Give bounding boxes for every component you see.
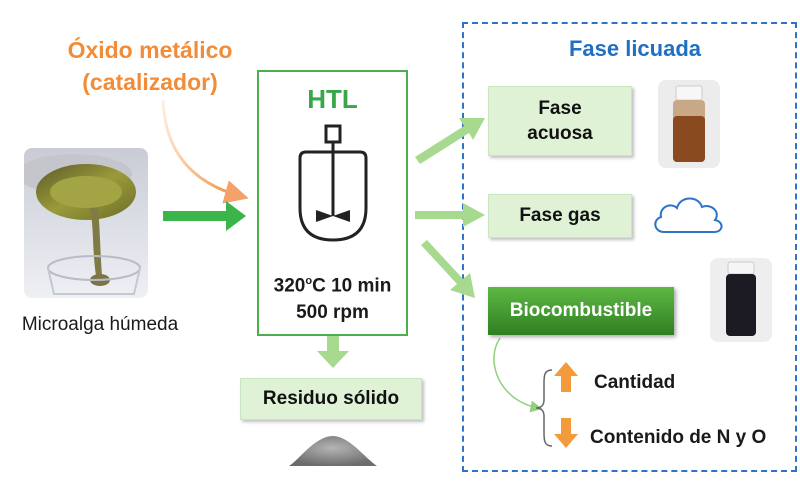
input-arrow (163, 201, 246, 231)
stirred-reactor-icon (298, 124, 368, 242)
fase-acuosa-line-2: acuosa (527, 123, 593, 144)
fase-acuosa-line-1: Fase (538, 98, 582, 119)
htl-speed: 500 rpm (296, 302, 369, 324)
cantidad-label: Cantidad (594, 372, 676, 393)
catalyst-line-2: (catalizador) (82, 69, 218, 95)
arrow-down-icon (554, 418, 578, 448)
residuo-powder-image (289, 436, 377, 466)
microalga-label: Microalga húmeda (21, 314, 179, 335)
cloud-icon (654, 197, 723, 234)
fase-licuada-frame (462, 22, 797, 472)
acuosa-arrow (415, 118, 485, 164)
bio-arrow (421, 240, 475, 298)
catalyst-line-1: Óxido metálico (67, 37, 233, 63)
fase-acuosa-vial-image (658, 80, 720, 168)
biocombustible-vial-image (710, 258, 772, 342)
bio-to-brace-arrow (493, 337, 543, 413)
htl-conditions: 320oC 10 min 500 rpm (257, 268, 408, 326)
fase-licuada-title: Fase licuada (568, 36, 702, 61)
catalyst-arrow (161, 99, 249, 204)
htl-title: HTL (307, 84, 358, 114)
fase-acuosa-box: Fase acuosa (488, 86, 632, 156)
catalyst-label: Óxido metálico (catalizador) (40, 34, 260, 98)
brace (535, 369, 553, 447)
contenido-label: Contenido de N y O (590, 427, 767, 448)
residuo-arrow (317, 336, 349, 368)
htl-temperature-time: 320oC 10 min (273, 275, 392, 297)
fase-gas-box: Fase gas (488, 194, 632, 238)
biocombustible-box: Biocombustible (488, 287, 674, 335)
residuo-solido-box: Residuo sólido (240, 378, 422, 420)
gas-arrow (415, 203, 485, 227)
microalga-photo (24, 148, 148, 298)
arrow-up-icon (554, 362, 578, 392)
